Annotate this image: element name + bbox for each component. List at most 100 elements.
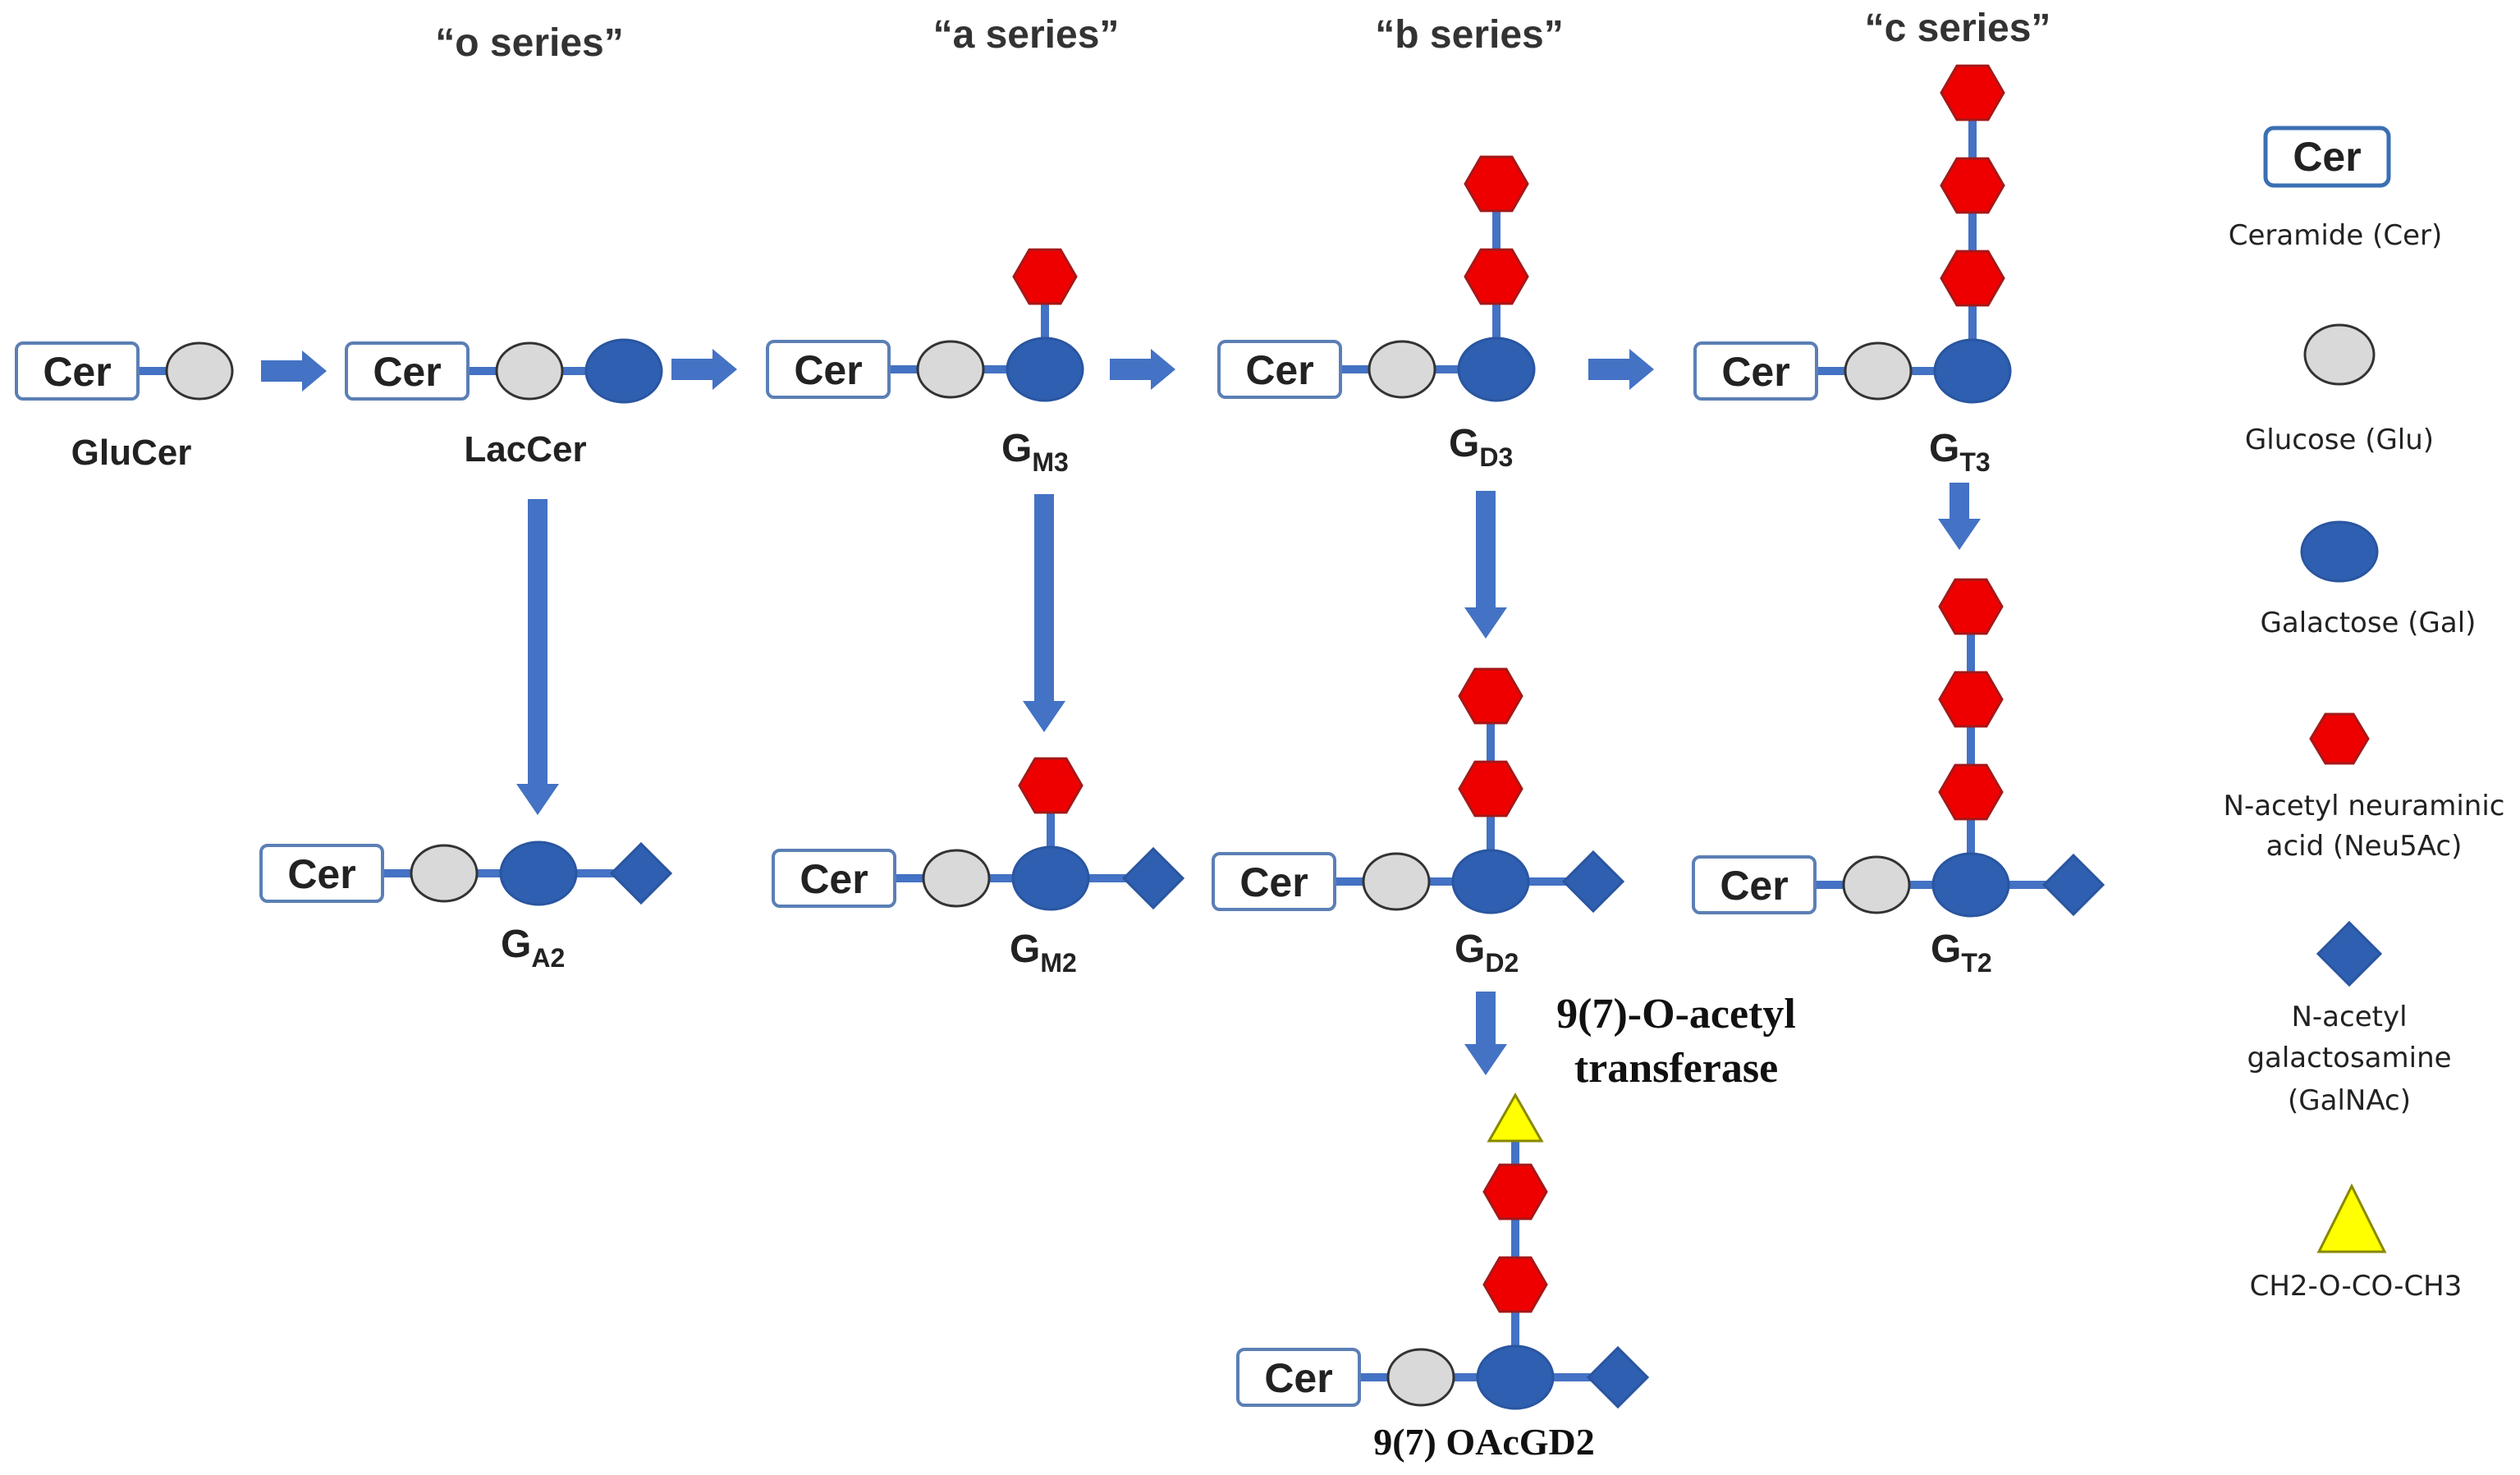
compound-name-glucer: GluCer — [71, 433, 192, 473]
arrow-glucer-to-laccer — [261, 350, 327, 392]
acetyl-group-icon — [1487, 1092, 1544, 1143]
ceramide-label: Cer — [1239, 859, 1308, 905]
galnac-icon — [609, 841, 673, 905]
series-label-b: “b series” — [1375, 13, 1563, 57]
neu5ac-icon — [1458, 667, 1523, 725]
legend: Cer Ceramide (Cer) Glucose (Glu) Galacto… — [2224, 126, 2505, 1303]
glucose-icon — [410, 844, 479, 903]
galnac-icon — [2041, 853, 2105, 917]
ceramide-box — [1217, 340, 1342, 399]
galactose-icon — [1451, 849, 1530, 914]
ceramide-label: Cer — [287, 851, 355, 897]
compound-name-oacgd2: 9(7) OAcGD2 — [1373, 1421, 1595, 1463]
gt3-sub: T3 — [1959, 447, 1990, 477]
gt2-base: G — [1931, 928, 1961, 971]
enzyme-label-line2: transferase — [1574, 1045, 1778, 1092]
ceramide-box — [1236, 1348, 1361, 1407]
ceramide-label: Cer — [1721, 349, 1789, 395]
neu5ac-icon — [1938, 763, 2004, 821]
legend-galnac-label-line3: (GalNAc) — [2288, 1084, 2411, 1117]
legend-galnac-label-line1: N-acetyl — [2291, 1001, 2407, 1033]
neu5ac-icon — [1458, 760, 1523, 818]
ceramide-label: Cer — [1264, 1355, 1332, 1401]
arrow-gd2-to-oacgd2 — [1464, 992, 1507, 1075]
legend-galactose-icon — [2300, 520, 2379, 583]
ceramide-box — [766, 340, 891, 399]
glucose-icon — [1842, 855, 1911, 914]
legend-ceramide-label: Ceramide (Cer) — [2229, 219, 2443, 252]
legend-neu5ac-label-line1: N-acetyl neuraminic — [2224, 790, 2505, 822]
gd3-base: G — [1449, 422, 1479, 465]
legend-acetyl-label: CH2-O-CO-CH3 — [2250, 1270, 2463, 1303]
molecule-gd3: Cer — [1217, 155, 1536, 402]
ceramide-label: Cer — [1245, 347, 1313, 393]
glucose-icon — [922, 849, 991, 908]
glucose-icon — [1386, 1348, 1455, 1407]
glucose-icon — [916, 340, 985, 399]
galnac-icon — [1586, 1345, 1650, 1409]
neu5ac-icon — [1482, 1256, 1548, 1313]
compound-name-ga2: GA2 — [501, 923, 565, 973]
galactose-icon — [1457, 337, 1536, 402]
glucose-icon — [1362, 852, 1431, 911]
galactose-icon — [499, 841, 578, 906]
series-label-o: “o series” — [435, 21, 623, 65]
legend-acetyl-icon — [2316, 1183, 2387, 1253]
ceramide-box — [15, 341, 140, 401]
ceramide-label: Cer — [1720, 863, 1788, 909]
neu5ac-icon — [1464, 155, 1529, 213]
gm2-sub: M2 — [1040, 948, 1076, 978]
glucose-icon — [1368, 340, 1436, 399]
gt2-sub: T2 — [1961, 948, 1991, 978]
legend-neu5ac-label-line2: acid (Neu5Ac) — [2266, 830, 2463, 863]
arrow-gm3-to-gd3 — [1110, 349, 1175, 390]
ga2-base: G — [501, 923, 531, 966]
galactose-icon — [1476, 1344, 1555, 1410]
molecule-gt2: Cer — [1692, 578, 2105, 918]
molecule-oacgd2: Cer — [1236, 1092, 1650, 1410]
arrow-gd3-to-gd2 — [1464, 491, 1507, 639]
molecule-gm3: Cer — [766, 248, 1084, 402]
ceramide-box — [345, 341, 470, 401]
arrow-gd3-to-gt3 — [1588, 349, 1654, 390]
galactose-icon — [1006, 337, 1084, 402]
arrow-laccer-to-ga2 — [516, 499, 559, 815]
neu5ac-icon — [1938, 671, 2004, 728]
compound-name-gt3: GT3 — [1929, 427, 1991, 477]
galactose-icon — [584, 338, 663, 404]
compound-name-gd2: GD2 — [1455, 928, 1519, 978]
galactose-icon — [1011, 845, 1090, 911]
molecule-gd2: Cer — [1212, 667, 1625, 914]
molecule-gm2: Cer — [772, 757, 1185, 911]
molecule-glucer: Cer — [15, 341, 234, 401]
legend-ceramide-box-label: Cer — [2293, 134, 2361, 180]
arrow-laccer-to-gm3 — [671, 349, 737, 390]
gd2-base: G — [1455, 928, 1485, 971]
ceramide-box — [259, 844, 384, 903]
series-label-c: “c series” — [1865, 7, 2051, 50]
ga2-sub: A2 — [531, 943, 565, 973]
ceramide-label: Cer — [794, 347, 862, 393]
arrow-gm3-to-gm2 — [1023, 494, 1065, 732]
ceramide-label: Cer — [373, 349, 441, 395]
gt3-base: G — [1929, 427, 1959, 470]
neu5ac-icon — [1938, 578, 2004, 635]
legend-galnac-label-line2: galactosamine — [2247, 1042, 2451, 1074]
compound-name-laccer: LacCer — [464, 429, 586, 470]
galactose-icon — [1931, 852, 2010, 918]
gd2-sub: D2 — [1485, 948, 1519, 978]
neu5ac-icon — [1940, 250, 2005, 307]
series-label-a: “a series” — [933, 13, 1120, 57]
gm3-base: G — [1001, 427, 1032, 470]
galactose-icon — [1933, 338, 2012, 404]
gm3-sub: M3 — [1032, 447, 1068, 477]
ceramide-box — [1212, 852, 1336, 911]
legend-glucose-icon — [2303, 323, 2376, 386]
neu5ac-icon — [1012, 248, 1078, 305]
glucose-icon — [1844, 341, 1913, 401]
ceramide-box — [772, 849, 896, 908]
legend-galactose-label: Galactose (Gal) — [2261, 607, 2476, 639]
compound-name-gm2: GM2 — [1010, 928, 1077, 978]
arrow-gt3-to-gt2 — [1938, 483, 1981, 550]
